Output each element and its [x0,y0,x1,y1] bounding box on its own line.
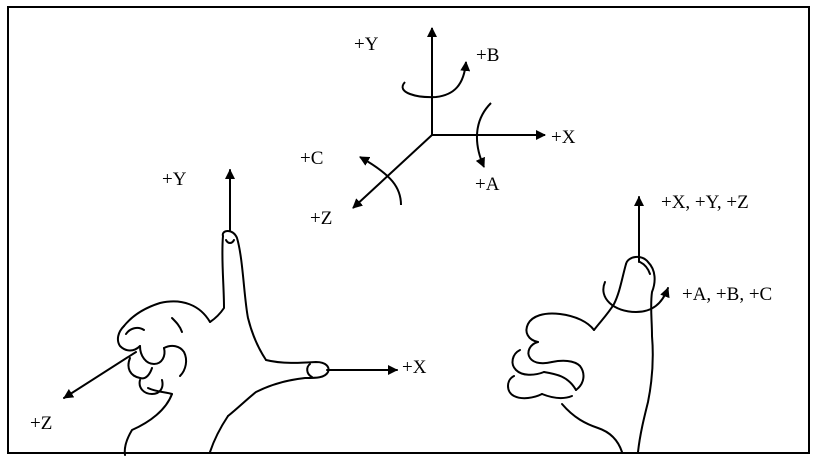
top-b-label: +B [476,45,500,66]
right-rotary-label: +A, +B, +C [682,284,773,305]
top-z-axis-arrow [352,134,433,209]
top-c-rotation-arrow [359,156,402,206]
top-a-rotation-arrow [475,102,492,168]
top-axes [352,27,546,209]
right-hand-drawing [507,256,656,453]
left-z-label: +Z [30,413,53,434]
top-c-label: +C [300,148,324,169]
top-a-label: +A [475,174,500,195]
top-y-label: +Y [354,34,379,55]
top-x-label: +X [551,127,576,148]
left-hand-drawing [116,230,330,456]
top-b-rotation-arrow [401,61,471,99]
left-hand [63,169,398,456]
left-y-label: +Y [162,169,187,190]
diagram-frame [7,6,810,454]
right-hand [507,196,670,453]
left-z-axis-arrow [63,351,137,399]
right-linear-label: +X, +Y, +Z [661,192,749,213]
top-z-label: +Z [310,208,333,229]
right-rotation-arrow [602,281,670,313]
left-x-label: +X [402,357,427,378]
